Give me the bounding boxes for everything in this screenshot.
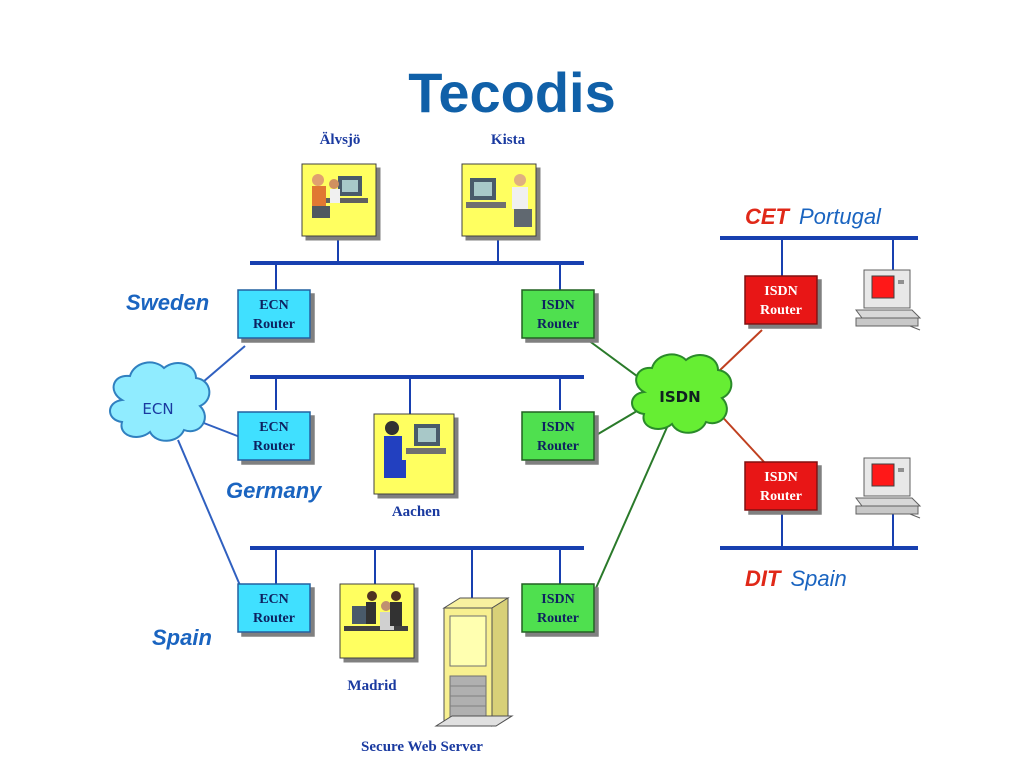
router-label-line1: ISDN [541,298,574,313]
ecn-router-spain: ECN Router [237,583,311,633]
dit-site-label: DIT Spain [745,566,847,591]
router-label-line2: Router [760,303,802,318]
isdn-router-portugal: ISDN Router [744,275,818,325]
isdn-cloud-shape [631,353,733,434]
router-label-line1: ISDN [764,284,797,299]
kista-workstation-image [461,163,537,237]
dit-org: DIT [745,566,782,591]
ecn-router-sweden: ECN Router [237,289,311,339]
site-madrid-label: Madrid [347,678,397,694]
lan-buses [250,236,918,550]
madrid-workstation-image [339,583,415,659]
ecn-cloud-shape [109,361,211,442]
router-label-line2: Router [253,317,295,332]
region-spain-label: Spain [152,625,212,650]
link-isdn-spain [595,424,669,589]
region-sweden-label: Sweden [126,290,209,315]
router-label-line2: Router [253,611,295,626]
isdn-router-germany: ISDN Router [521,411,595,461]
router-label-line1: ECN [259,592,289,607]
isdn-router-sweden: ISDN Router [521,289,595,339]
isdn-router-spain: ISDN Router [521,583,595,633]
ecn-cloud: ECN [109,361,211,442]
secure-web-server-label: Secure Web Server [361,739,483,755]
link-isdn-germany [592,407,643,438]
ecn-cloud-label: ECN [142,400,173,418]
site-alvsjo-label: Älvsjö [320,132,361,148]
router-label-line2: Router [537,317,579,332]
portugal-org: CET [745,204,791,229]
router-label-line2: Router [537,439,579,454]
ecn-router-germany: ECN Router [237,411,311,461]
router-label-line1: ISDN [541,420,574,435]
region-germany-label: Germany [226,478,323,503]
aachen-workstation-image [373,413,455,495]
router-label-line1: ISDN [541,592,574,607]
dit-pc-icon [855,457,922,519]
router-label-line1: ECN [259,298,289,313]
router-label-line1: ISDN [764,470,797,485]
router-label-line2: Router [253,439,295,454]
secure-web-server-image [434,597,514,727]
isdn-cloud-label: ISDN [659,388,700,406]
link-isdn-sweden [587,339,646,383]
link-ecn-spain [177,439,243,591]
site-aachen-label: Aachen [392,504,441,520]
portugal-site-label: CET Portugal [745,204,882,229]
isdn-cloud: ISDN [631,353,733,434]
alvsjo-workstation-image [301,163,377,237]
portugal-country: Portugal [799,204,882,229]
page-title: Tecodis [408,61,615,124]
router-label-line1: ECN [259,420,289,435]
router-label-line2: Router [760,489,802,504]
portugal-pc-icon [855,269,922,331]
site-kista-label: Kista [491,132,526,148]
link-isdn-portugal [717,329,763,373]
dit-country: Spain [790,566,846,591]
isdn-router-dit: ISDN Router [744,461,818,511]
router-label-line2: Router [537,611,579,626]
